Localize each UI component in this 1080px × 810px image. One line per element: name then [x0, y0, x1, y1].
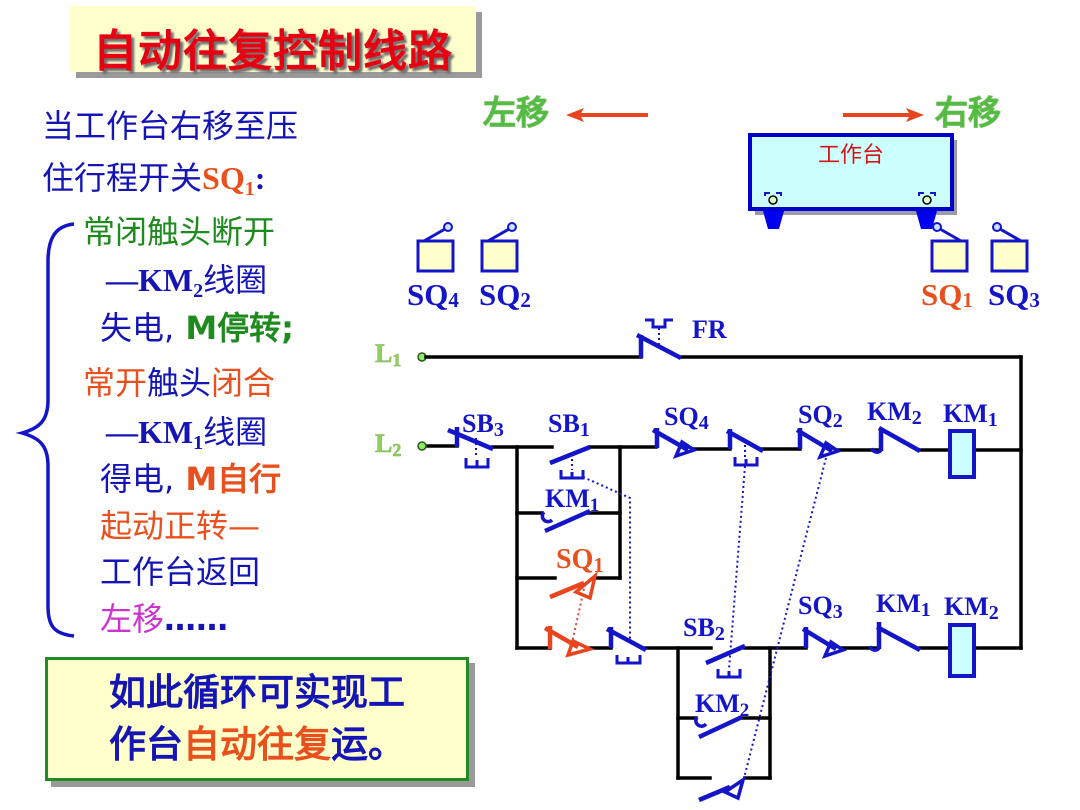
km2-nc-interlock-contact: KM2 — [867, 397, 922, 454]
sq2-no-contact — [698, 775, 746, 803]
km2-hold-label: KM2 — [695, 689, 749, 721]
explanation-line-4: —KM2线圈 — [106, 261, 268, 302]
sb3-label: SB3 — [462, 409, 504, 441]
left-move-label: 左移 — [483, 93, 549, 132]
sq3-nc-contact: SQ3 — [798, 591, 847, 659]
sq4-contact-label: SQ4 — [664, 402, 709, 434]
right-arrow-icon — [843, 108, 924, 122]
fr-label: FR — [692, 315, 727, 344]
explanation-line-7: —KM1线圈 — [106, 413, 268, 454]
explanation-line-3: 常闭触头断开 — [83, 213, 276, 251]
left-arrow-icon — [566, 108, 648, 122]
km1-hold-contact: KM1 — [540, 484, 599, 534]
limit-switch-sq3: SQ3 — [988, 222, 1040, 312]
conclusion-line-1: 如此循环可实现工 — [109, 671, 405, 714]
sb1-mechanical-link — [582, 476, 631, 640]
explanation-line-2: 住行程开关SQ1: — [42, 159, 266, 200]
km1-nc-label: KM1 — [876, 589, 931, 621]
sb1-nc-interlock-contact — [605, 627, 648, 665]
sq3-contact-label: SQ3 — [798, 591, 843, 623]
sq4-nc-contact: SQ4 — [651, 402, 709, 459]
km1-coil-label: KM1 — [943, 399, 998, 431]
limit-switch-sq2: SQ2 — [479, 222, 531, 312]
sq2-nc-contact: SQ2 — [795, 400, 843, 460]
l1-label: L1 — [375, 339, 401, 370]
workbench-cam-left — [763, 192, 784, 229]
limit-switch-sq3-label: SQ3 — [988, 277, 1040, 312]
sb1-forward-button: SB1 — [548, 409, 591, 480]
km1-coil: KM1 — [943, 399, 998, 479]
page-title: 自动往复控制线路 — [93, 26, 453, 77]
conclusion-box: 如此循环可实现工 作台自动往复运。 — [45, 657, 469, 781]
km2-nc-label: KM2 — [867, 397, 922, 429]
workbench-cam-right — [916, 192, 937, 229]
km2-hold-contact: KM2 — [694, 689, 749, 740]
fr-contact: FR — [635, 315, 727, 360]
km2-coil-label: KM2 — [944, 592, 999, 624]
sq1-no-label: SQ1 — [556, 544, 604, 577]
sb3-stop-button: SB3 — [447, 409, 504, 469]
explanation-line-10: 工作台返回 — [100, 553, 261, 591]
sb2-mechanical-link — [728, 465, 746, 670]
right-move-label: 右移 — [935, 93, 1001, 132]
conclusion-line-2: 作台自动往复运。 — [109, 723, 405, 766]
km2-coil: KM2 — [944, 592, 999, 678]
km1-hold-label: KM1 — [545, 484, 599, 516]
workbench: 工作台 — [748, 133, 957, 229]
title-banner: 自动往复控制线路 — [70, 6, 476, 77]
limit-switch-sq4-label: SQ4 — [407, 277, 459, 312]
l2-terminal — [417, 441, 427, 451]
l2-label: L2 — [375, 429, 401, 460]
sq1-no-contact: SQ1 — [549, 544, 604, 601]
explanation-line-5: 失电, M停转; — [100, 309, 294, 347]
explanation-line-11: 左移…… — [100, 600, 229, 638]
sb1-label: SB1 — [548, 409, 590, 441]
limit-switch-sq4: SQ4 — [407, 222, 459, 312]
sq1-mechanical-link — [571, 583, 586, 644]
limit-switch-sq1-label: SQ1 — [921, 277, 973, 312]
explanation-line-6: 常开触头闭合 — [83, 364, 276, 402]
sq2-mechanical-link — [742, 457, 827, 783]
workbench-label: 工作台 — [818, 143, 884, 168]
sb2-label: SB2 — [683, 613, 725, 645]
sb2-reverse-button: SB2 — [683, 613, 746, 679]
sq2-contact-label: SQ2 — [798, 400, 843, 432]
explanation-line-1: 当工作台右移至压 — [42, 107, 299, 145]
curly-brace — [15, 222, 75, 638]
limit-switch-sq2-label: SQ2 — [479, 277, 531, 312]
sb2-nc-interlock-contact — [725, 429, 765, 467]
km1-nc-interlock-contact: KM1 — [868, 589, 931, 652]
sq1-nc-contact — [543, 626, 596, 658]
explanation-line-9: 起动正转— — [100, 507, 261, 545]
explanation-line-8: 得电, M自行 — [100, 460, 282, 498]
limit-switch-sq1: SQ1 — [921, 222, 973, 312]
